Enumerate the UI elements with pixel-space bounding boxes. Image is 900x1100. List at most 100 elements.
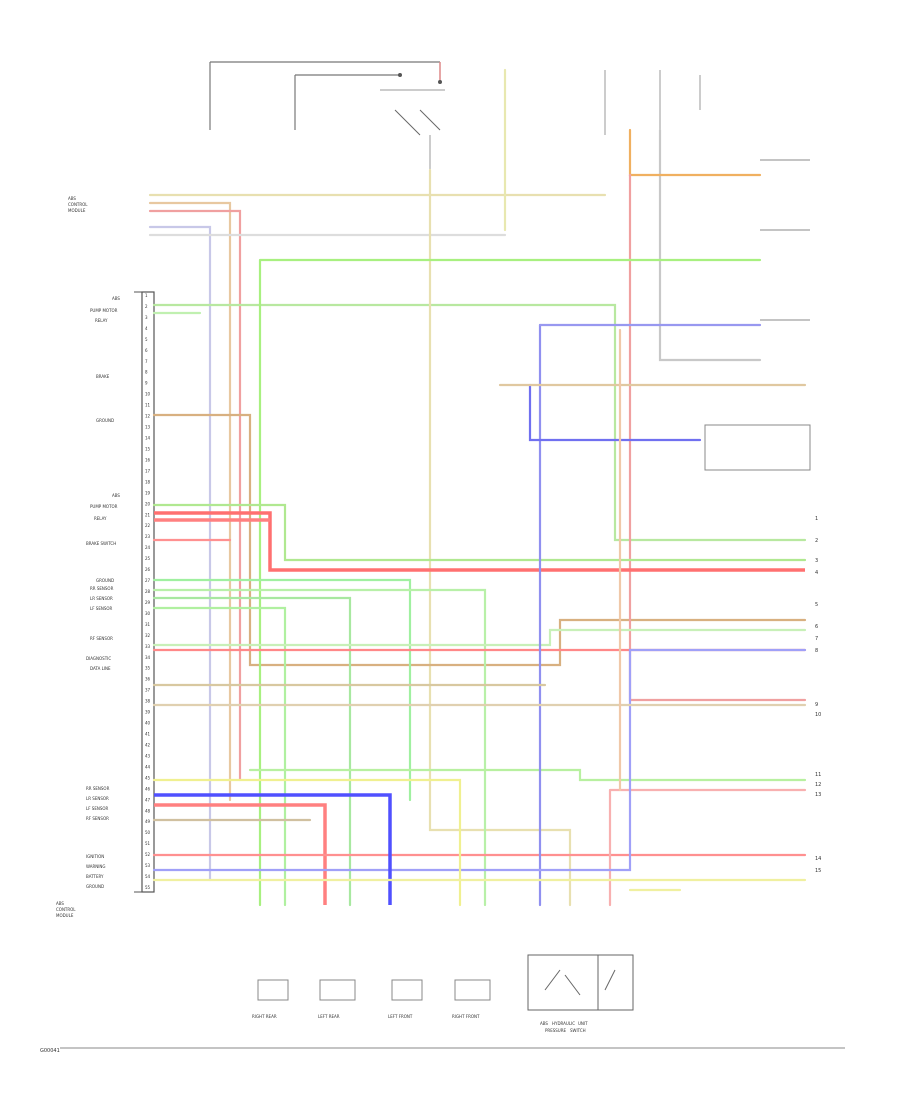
module-pin-number: 28 <box>145 589 151 594</box>
pin-label: LF SENSOR <box>90 606 113 611</box>
module-pin-number: 24 <box>145 545 151 550</box>
module-pin-number: 16 <box>145 457 151 462</box>
pin-label: GROUND <box>86 884 104 889</box>
module-pin-number: 39 <box>145 710 151 715</box>
pin-label: PUMP MOTOR <box>90 308 118 313</box>
module-pin-number: 33 <box>145 644 151 649</box>
terminal-number: 10 <box>815 712 821 718</box>
module-title-upper: ABS CONTROL MODULE <box>68 196 88 213</box>
module-pin-number: 11 <box>145 403 151 408</box>
module-pin-number: 54 <box>145 874 151 879</box>
pin-label: RF SENSOR <box>86 816 109 821</box>
module-pin-number: 53 <box>145 863 151 868</box>
hydraulic-label: ABS <box>540 1021 548 1026</box>
module-pin-number: 35 <box>145 666 151 671</box>
module-pin-number: 38 <box>145 699 151 704</box>
module-pin-number: 17 <box>145 468 151 473</box>
hydraulic-label: SWITCH <box>570 1028 586 1033</box>
module-pin-number: 10 <box>145 392 151 397</box>
terminal-number: 7 <box>815 636 818 642</box>
module-pin-number: 37 <box>145 688 151 693</box>
module-title-lower: ABS CONTROL MODULE <box>56 901 76 918</box>
module-pin-number: 46 <box>145 786 151 791</box>
module-title-lower-line-1: ABS <box>56 901 64 906</box>
terminal-number: 14 <box>815 856 821 862</box>
module-pin-number: 22 <box>145 523 151 528</box>
module-pin-number: 42 <box>145 743 151 748</box>
module-pin-number: 27 <box>145 578 151 583</box>
pin-label: GROUND <box>96 578 114 583</box>
module-pin-number: 3 <box>145 315 148 320</box>
module-pin-number: 25 <box>145 556 151 561</box>
pin-label: BRAKE SWITCH <box>86 541 116 546</box>
module-pin-numbers: 1234567891011121314151617181920212223242… <box>145 293 151 890</box>
module-pin-number: 48 <box>145 808 151 813</box>
pin-label: RF SENSOR <box>90 636 113 641</box>
pin-label: GROUND <box>96 418 114 423</box>
sensor-label: LEFT REAR <box>318 1014 340 1019</box>
module-pin-number: 52 <box>145 852 151 857</box>
module-pin-number: 41 <box>145 732 151 737</box>
module-pin-number: 47 <box>145 797 151 802</box>
pin-label: PUMP MOTOR <box>90 504 118 509</box>
terminal-number: 2 <box>815 538 818 544</box>
module-pin-number: 51 <box>145 841 151 846</box>
module-pin-number: 14 <box>145 436 151 441</box>
terminal-number: 5 <box>815 602 818 608</box>
sensor-label: RIGHT FRONT <box>452 1014 480 1019</box>
top-labels <box>195 130 225 170</box>
terminal-number: 15 <box>815 868 821 874</box>
module-pin-number: 44 <box>145 764 151 769</box>
module-pin-number: 26 <box>145 567 151 572</box>
pin-label: ABS <box>112 493 120 498</box>
module-pin-number: 34 <box>145 655 151 660</box>
module-pin-number: 19 <box>145 490 151 495</box>
module-pin-number: 50 <box>145 830 151 835</box>
pin-label: BATTERY <box>86 874 104 879</box>
pin-label: RELAY <box>95 318 108 323</box>
module-title-line-1: ABS <box>68 196 76 201</box>
hydraulic-unit: ABS HYDRAULIC UNIT PRESSURE SWITCH <box>527 954 634 1033</box>
module-pin-number: 6 <box>145 348 148 353</box>
module-title-lower-line-2: CONTROL <box>56 907 76 912</box>
module-pin-number: 49 <box>145 819 151 824</box>
module-pin-number: 36 <box>145 677 151 682</box>
module-connector <box>134 291 155 893</box>
wheel-sensors: RIGHT REAR LEFT REAR LEFT FRONT RIGHT FR… <box>252 979 491 1019</box>
terminal-number: 9 <box>815 702 818 708</box>
module-pin-number: 13 <box>145 425 151 430</box>
terminal-number: 4 <box>815 570 818 576</box>
hydraulic-label: UNIT <box>578 1021 588 1026</box>
module-title-line-3: MODULE <box>68 208 86 213</box>
terminal-number: 8 <box>815 648 818 654</box>
sensor-label: LEFT FRONT <box>388 1014 413 1019</box>
module-pin-number: 30 <box>145 611 151 616</box>
pin-label: LF SENSOR <box>86 806 109 811</box>
pin-label: IGNITION <box>86 854 104 859</box>
pin-label: RR SENSOR <box>86 786 110 791</box>
module-pin-number: 40 <box>145 721 151 726</box>
terminal-number: 12 <box>815 782 821 788</box>
hydraulic-label: HYDRAULIC <box>552 1021 575 1026</box>
hydraulic-label: PRESSURE <box>545 1028 567 1033</box>
module-pin-number: 4 <box>145 326 148 331</box>
wiring <box>148 68 807 907</box>
pin-label: LR SENSOR <box>90 596 113 601</box>
terminal-number: 1 <box>815 516 818 522</box>
module-pin-number: 8 <box>145 370 148 375</box>
pin-label: DATA LINE <box>90 666 111 671</box>
module-pin-number: 20 <box>145 501 151 506</box>
footer: G00041 <box>40 1047 845 1054</box>
pin-label: RR SENSOR <box>90 586 114 591</box>
module-pin-number: 45 <box>145 775 151 780</box>
module-pin-number: 12 <box>145 414 151 419</box>
pin-label: LR SENSOR <box>86 796 109 801</box>
module-pin-number: 7 <box>145 359 148 364</box>
module-pin-number: 1 <box>145 293 148 298</box>
module-pin-number: 43 <box>145 753 151 758</box>
module-pin-number: 5 <box>145 337 148 342</box>
module-pin-number: 55 <box>145 885 151 890</box>
left-pin-labels: ABS PUMP MOTOR RELAY BRAKE GROUND ABS PU… <box>86 296 120 889</box>
module-pin-number: 18 <box>145 479 151 484</box>
